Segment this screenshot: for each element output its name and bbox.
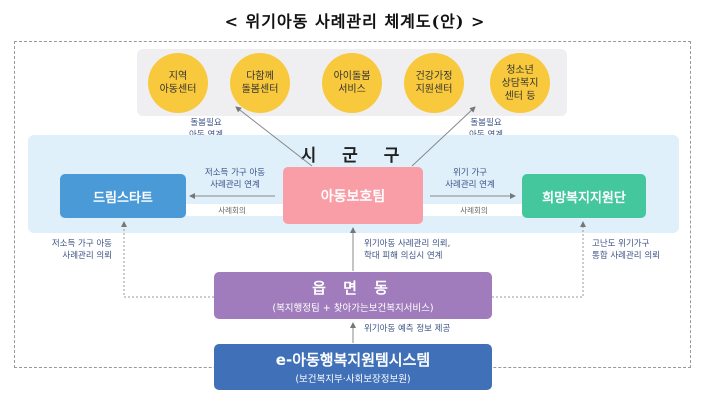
care-link-right-label: 돌봄필요아동 연계 <box>469 118 503 140</box>
eup-myeon-dong-box: 읍 면 동 (복지행정팀 + 찾아가는보건복지서비스) <box>214 272 492 319</box>
e-child-welfare-system-box: e-아동행복지원템시스템 (보건복지부·사회보장정보원) <box>214 344 492 390</box>
sigungu-title: 시 군 구 <box>300 146 410 166</box>
e-system-title: e-아동행복지원템시스템 <box>275 351 431 369</box>
diagram-title: < 위기아동 사례관리 체계도(안) > <box>224 12 486 31</box>
child-protection-team-box: 아동보호팀 <box>283 167 423 224</box>
right-case-meeting-bar: 사례회의 <box>422 204 526 216</box>
left-case-meeting-bar: 사례회의 <box>180 204 284 216</box>
dream-start-box: 드림스타트 <box>60 174 186 218</box>
crisis-child-request-label: 위기아동 사례관리 의뢰,학대 피해 의심시 연계 <box>364 239 451 261</box>
hope-welfare-support-box: 희망복지지원단 <box>522 174 646 218</box>
care-link-left-label: 돌봄필요아동 연계 <box>189 118 223 140</box>
eup-myeon-dong-subtitle: (복지행정팀 + 찾아가는보건복지서비스) <box>272 303 434 314</box>
prediction-info-label: 위기아동 예측 정보 제공 <box>364 324 451 334</box>
eup-myeon-dong-title: 읍 면 동 <box>312 279 394 297</box>
e-system-subtitle: (보건복지부·사회보장정보원) <box>295 374 411 385</box>
